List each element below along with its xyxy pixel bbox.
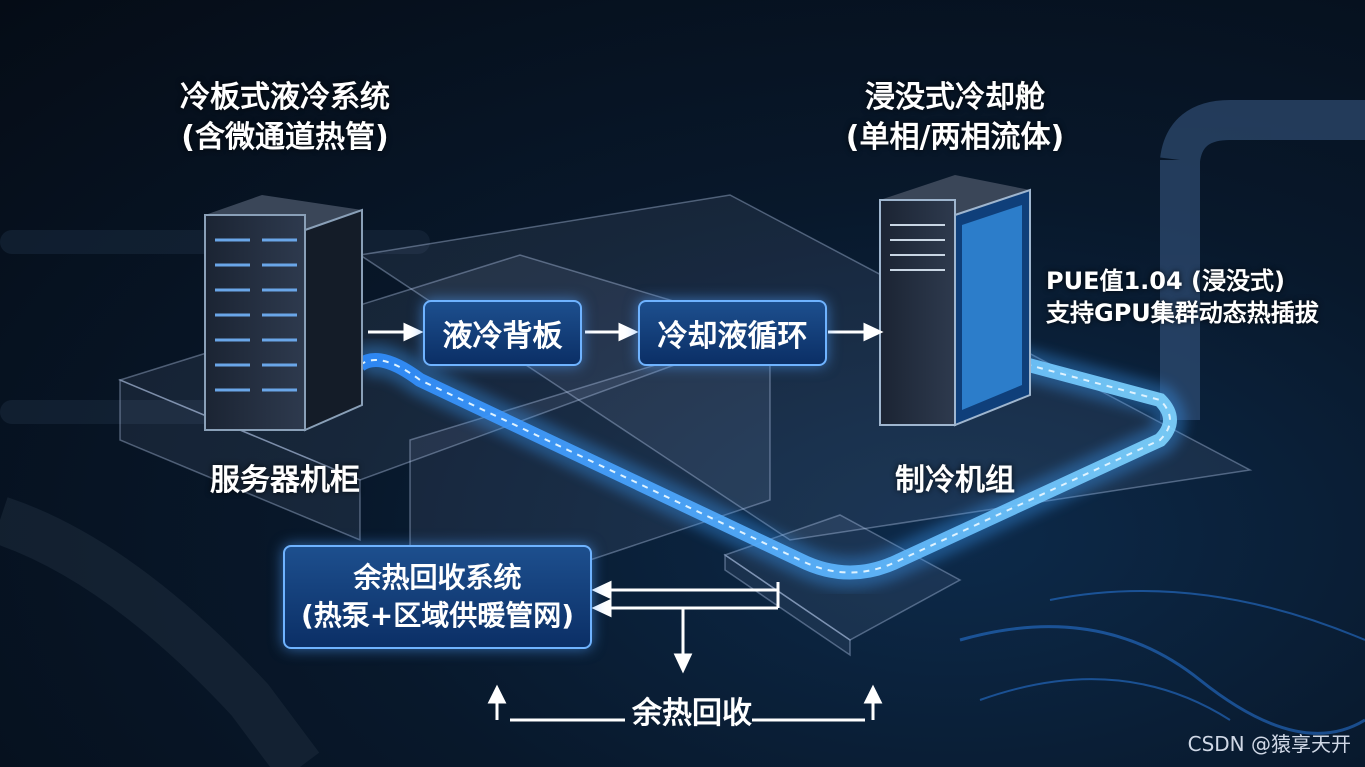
flow-arrows — [368, 322, 884, 722]
watermark: CSDN @猿享天开 — [1187, 732, 1351, 756]
floor-flow-lines — [959, 590, 1365, 735]
cold-plate-title-line1: 冷板式液冷系统 — [180, 80, 390, 115]
heat-recovery-line2: (热泵+区域供暖管网) — [300, 599, 575, 632]
pue-note-line2: 支持GPU集群动态热插拔 — [1046, 299, 1319, 327]
coolant-loop-pipe — [350, 344, 1186, 589]
immersion-title-line2: (单相/两相流体) — [845, 120, 1065, 155]
chiller-label: 制冷机组 — [895, 463, 1015, 498]
heat-recovery-line1: 余热回收系统 — [353, 561, 522, 594]
background-pipes — [0, 100, 1365, 767]
chiller-unit-icon — [879, 175, 1031, 427]
immersion-system-title: 浸没式冷却舱 (单相/两相流体) — [830, 78, 1080, 158]
heat-recovery-box: 余热回收系统 (热泵+区域供暖管网) — [283, 545, 592, 649]
immersion-title-line1: 浸没式冷却舱 — [865, 80, 1045, 115]
pue-note: PUE值1.04 (浸没式) 支持GPU集群动态热插拔 — [1046, 265, 1356, 329]
liquid-backplate-node: 液冷背板 — [423, 300, 582, 366]
pue-note-line1: PUE值1.04 (浸没式) — [1046, 267, 1285, 295]
server-rack-icon — [204, 195, 363, 432]
heat-recovery-footer-label: 余热回收 — [632, 696, 752, 731]
coolant-loop-node: 冷却液循环 — [638, 300, 827, 366]
cold-plate-system-title: 冷板式液冷系统 (含微通道热管) — [165, 78, 405, 158]
cold-plate-title-line2: (含微通道热管) — [181, 120, 389, 155]
server-rack-label: 服务器机柜 — [210, 463, 360, 498]
